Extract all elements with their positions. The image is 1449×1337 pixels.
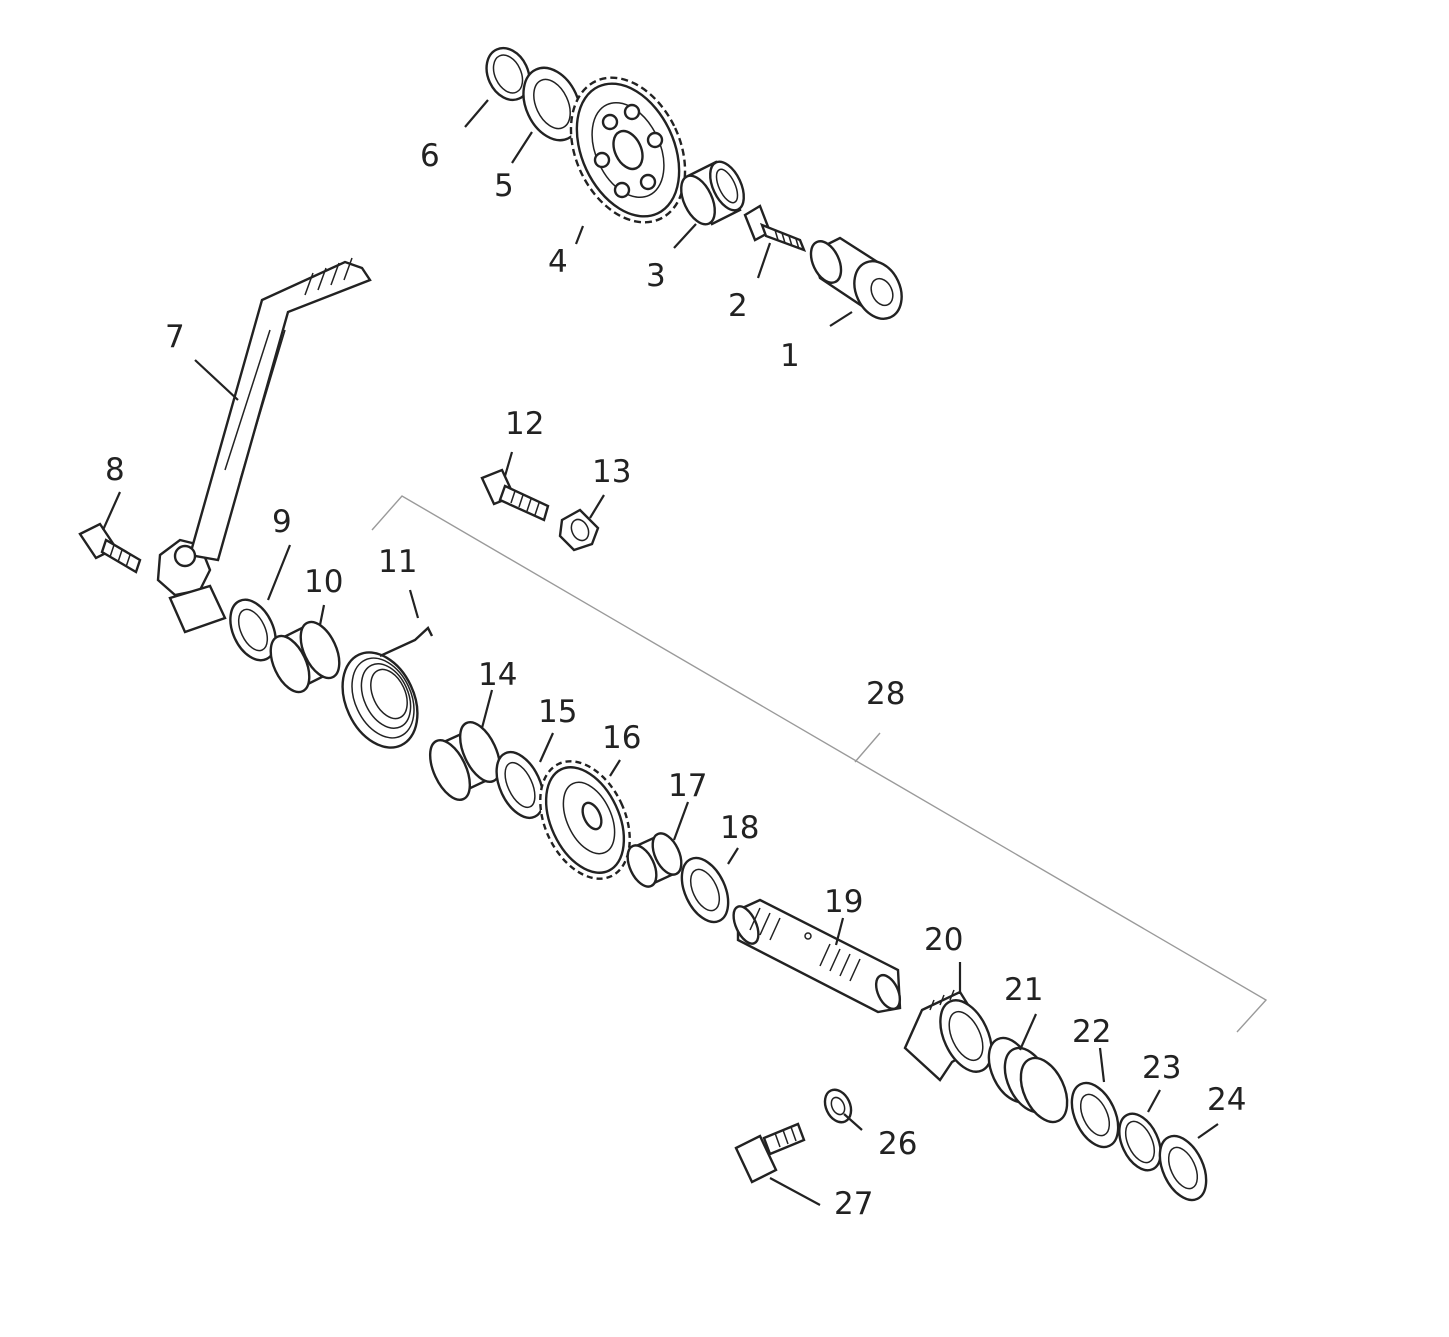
label-4: 4 xyxy=(548,244,568,280)
part-10-bushing xyxy=(269,620,341,694)
part-8-clamp-bolt xyxy=(78,522,142,574)
label-11: 11 xyxy=(378,544,417,580)
part-22-washer xyxy=(1070,1081,1120,1149)
label-3: 3 xyxy=(646,258,666,294)
part-23-circlip xyxy=(1118,1112,1162,1172)
part-19-kickstart-shaft xyxy=(732,898,902,1014)
part-5-washer xyxy=(522,66,582,142)
label-19: 19 xyxy=(824,884,863,920)
label-7: 7 xyxy=(165,319,185,355)
label-28: 28 xyxy=(866,676,905,712)
part-6-circlip xyxy=(485,46,531,102)
label-15: 15 xyxy=(538,694,577,730)
label-26: 26 xyxy=(878,1126,917,1162)
label-2: 2 xyxy=(728,288,748,324)
part-9-washer xyxy=(229,598,277,662)
part-27-stop-bolt xyxy=(734,1122,806,1184)
part-21-ratchet-spring xyxy=(987,1036,1069,1124)
label-18: 18 xyxy=(720,810,759,846)
label-13: 13 xyxy=(592,454,631,490)
label-20: 20 xyxy=(924,922,963,958)
label-10: 10 xyxy=(304,564,343,600)
part-15-washer xyxy=(495,750,545,820)
part-12-bolt xyxy=(480,468,550,522)
callout-labels: 6 5 4 3 2 1 7 8 9 10 11 12 13 14 15 16 1… xyxy=(105,138,1246,1222)
part-14-ratchet-guide xyxy=(428,721,502,801)
label-21: 21 xyxy=(1004,972,1043,1008)
part-7-kick-lever xyxy=(156,257,372,634)
part-13-nut xyxy=(558,508,600,552)
label-12: 12 xyxy=(505,406,544,442)
label-17: 17 xyxy=(668,768,707,804)
part-18-washer xyxy=(680,856,730,924)
part-2-bolt xyxy=(743,204,807,253)
label-6: 6 xyxy=(420,138,440,174)
part-11-return-spring xyxy=(341,626,434,749)
assembly-28-bracket xyxy=(371,495,1268,1033)
leader-lines xyxy=(101,99,1219,1206)
part-4-idler-gear xyxy=(569,76,687,224)
label-5: 5 xyxy=(494,168,514,204)
label-14: 14 xyxy=(478,657,517,693)
label-9: 9 xyxy=(272,504,292,540)
label-22: 22 xyxy=(1072,1014,1111,1050)
label-8: 8 xyxy=(105,452,125,488)
part-3-needle-bearing xyxy=(680,160,745,226)
part-20-ratchet xyxy=(903,989,993,1082)
label-24: 24 xyxy=(1207,1082,1246,1118)
part-16-kickstart-gear xyxy=(539,760,631,880)
label-1: 1 xyxy=(780,338,800,374)
part-24-washer xyxy=(1158,1134,1208,1202)
part-17-needle-bearing xyxy=(626,832,683,888)
label-16: 16 xyxy=(602,720,641,756)
label-23: 23 xyxy=(1142,1050,1181,1086)
part-1-idler-shaft xyxy=(809,236,903,320)
label-27: 27 xyxy=(834,1186,873,1222)
